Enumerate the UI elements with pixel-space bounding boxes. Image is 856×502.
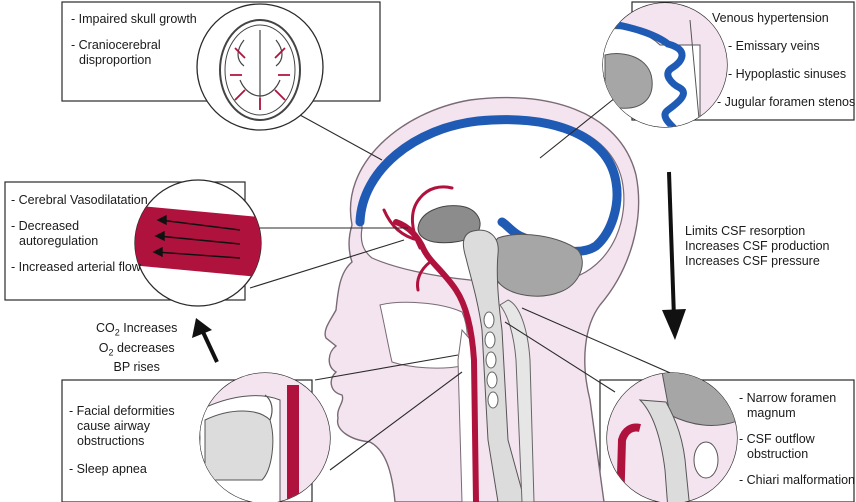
foramen-item-4: obstruction <box>739 447 855 462</box>
venous-item-1: - Emissary veins <box>712 39 856 54</box>
co2-line: CO2 Increases <box>96 321 177 341</box>
foramen-box-text: - Narrow foramen magnum - CSF outflow ob… <box>739 391 855 488</box>
arterial-item-1: - Cerebral Vasodilatation <box>11 193 148 208</box>
csf-effects-text: Limits CSF resorption Increases CSF prod… <box>685 224 830 269</box>
blood-gas-up-arrow <box>192 318 217 362</box>
o2-line: O2 decreases <box>96 341 177 361</box>
cerebellum <box>490 234 582 296</box>
csf-effect-2: Increases CSF production <box>685 239 830 254</box>
blood-gas-text: CO2 Increases O2 decreases BP rises <box>96 321 177 375</box>
skull-item-2: - Craniocerebral <box>71 38 197 53</box>
skull-magnifier <box>197 4 323 130</box>
airway-item-3: obstructions <box>69 434 175 449</box>
airway-item-4: - Sleep apnea <box>69 462 175 477</box>
arterial-item-4: - Increased arterial flow <box>11 260 148 275</box>
csf-effect-3: Increases CSF pressure <box>685 254 830 269</box>
airway-item-2: cause airway <box>69 419 175 434</box>
csf-effect-1: Limits CSF resorption <box>685 224 830 239</box>
venous-title: Venous hypertension <box>712 11 856 26</box>
foramen-item-1: - Narrow foramen <box>739 391 855 406</box>
arterial-item-2: - Decreased <box>11 219 148 234</box>
skull-item-1: - Impaired skull growth <box>71 12 197 27</box>
arterial-box-text: - Cerebral Vasodilatation - Decreased au… <box>11 193 148 275</box>
foramen-item-3: - CSF outflow <box>739 432 855 447</box>
arterial-item-3: autoregulation <box>11 234 148 249</box>
skull-item-3: disproportion <box>71 53 197 68</box>
head-section <box>325 98 639 502</box>
oral-cavity <box>380 302 467 368</box>
foramen-item-5: - Chiari malformation <box>739 473 855 488</box>
bp-line: BP rises <box>96 360 177 375</box>
venous-item-2: - Hypoplastic sinuses <box>712 67 856 82</box>
venous-item-3: - Jugular foramen stenosis <box>712 95 856 110</box>
airway-box-text: - Facial deformities cause airway obstru… <box>69 404 175 477</box>
airway-item-1: - Facial deformities <box>69 404 175 419</box>
skull-box-text: - Impaired skull growth - Craniocerebral… <box>71 12 197 68</box>
foramen-item-2: magnum <box>739 406 855 421</box>
csf-down-arrow <box>662 172 686 340</box>
venous-box-text: Venous hypertension - Emissary veins - H… <box>712 11 856 110</box>
